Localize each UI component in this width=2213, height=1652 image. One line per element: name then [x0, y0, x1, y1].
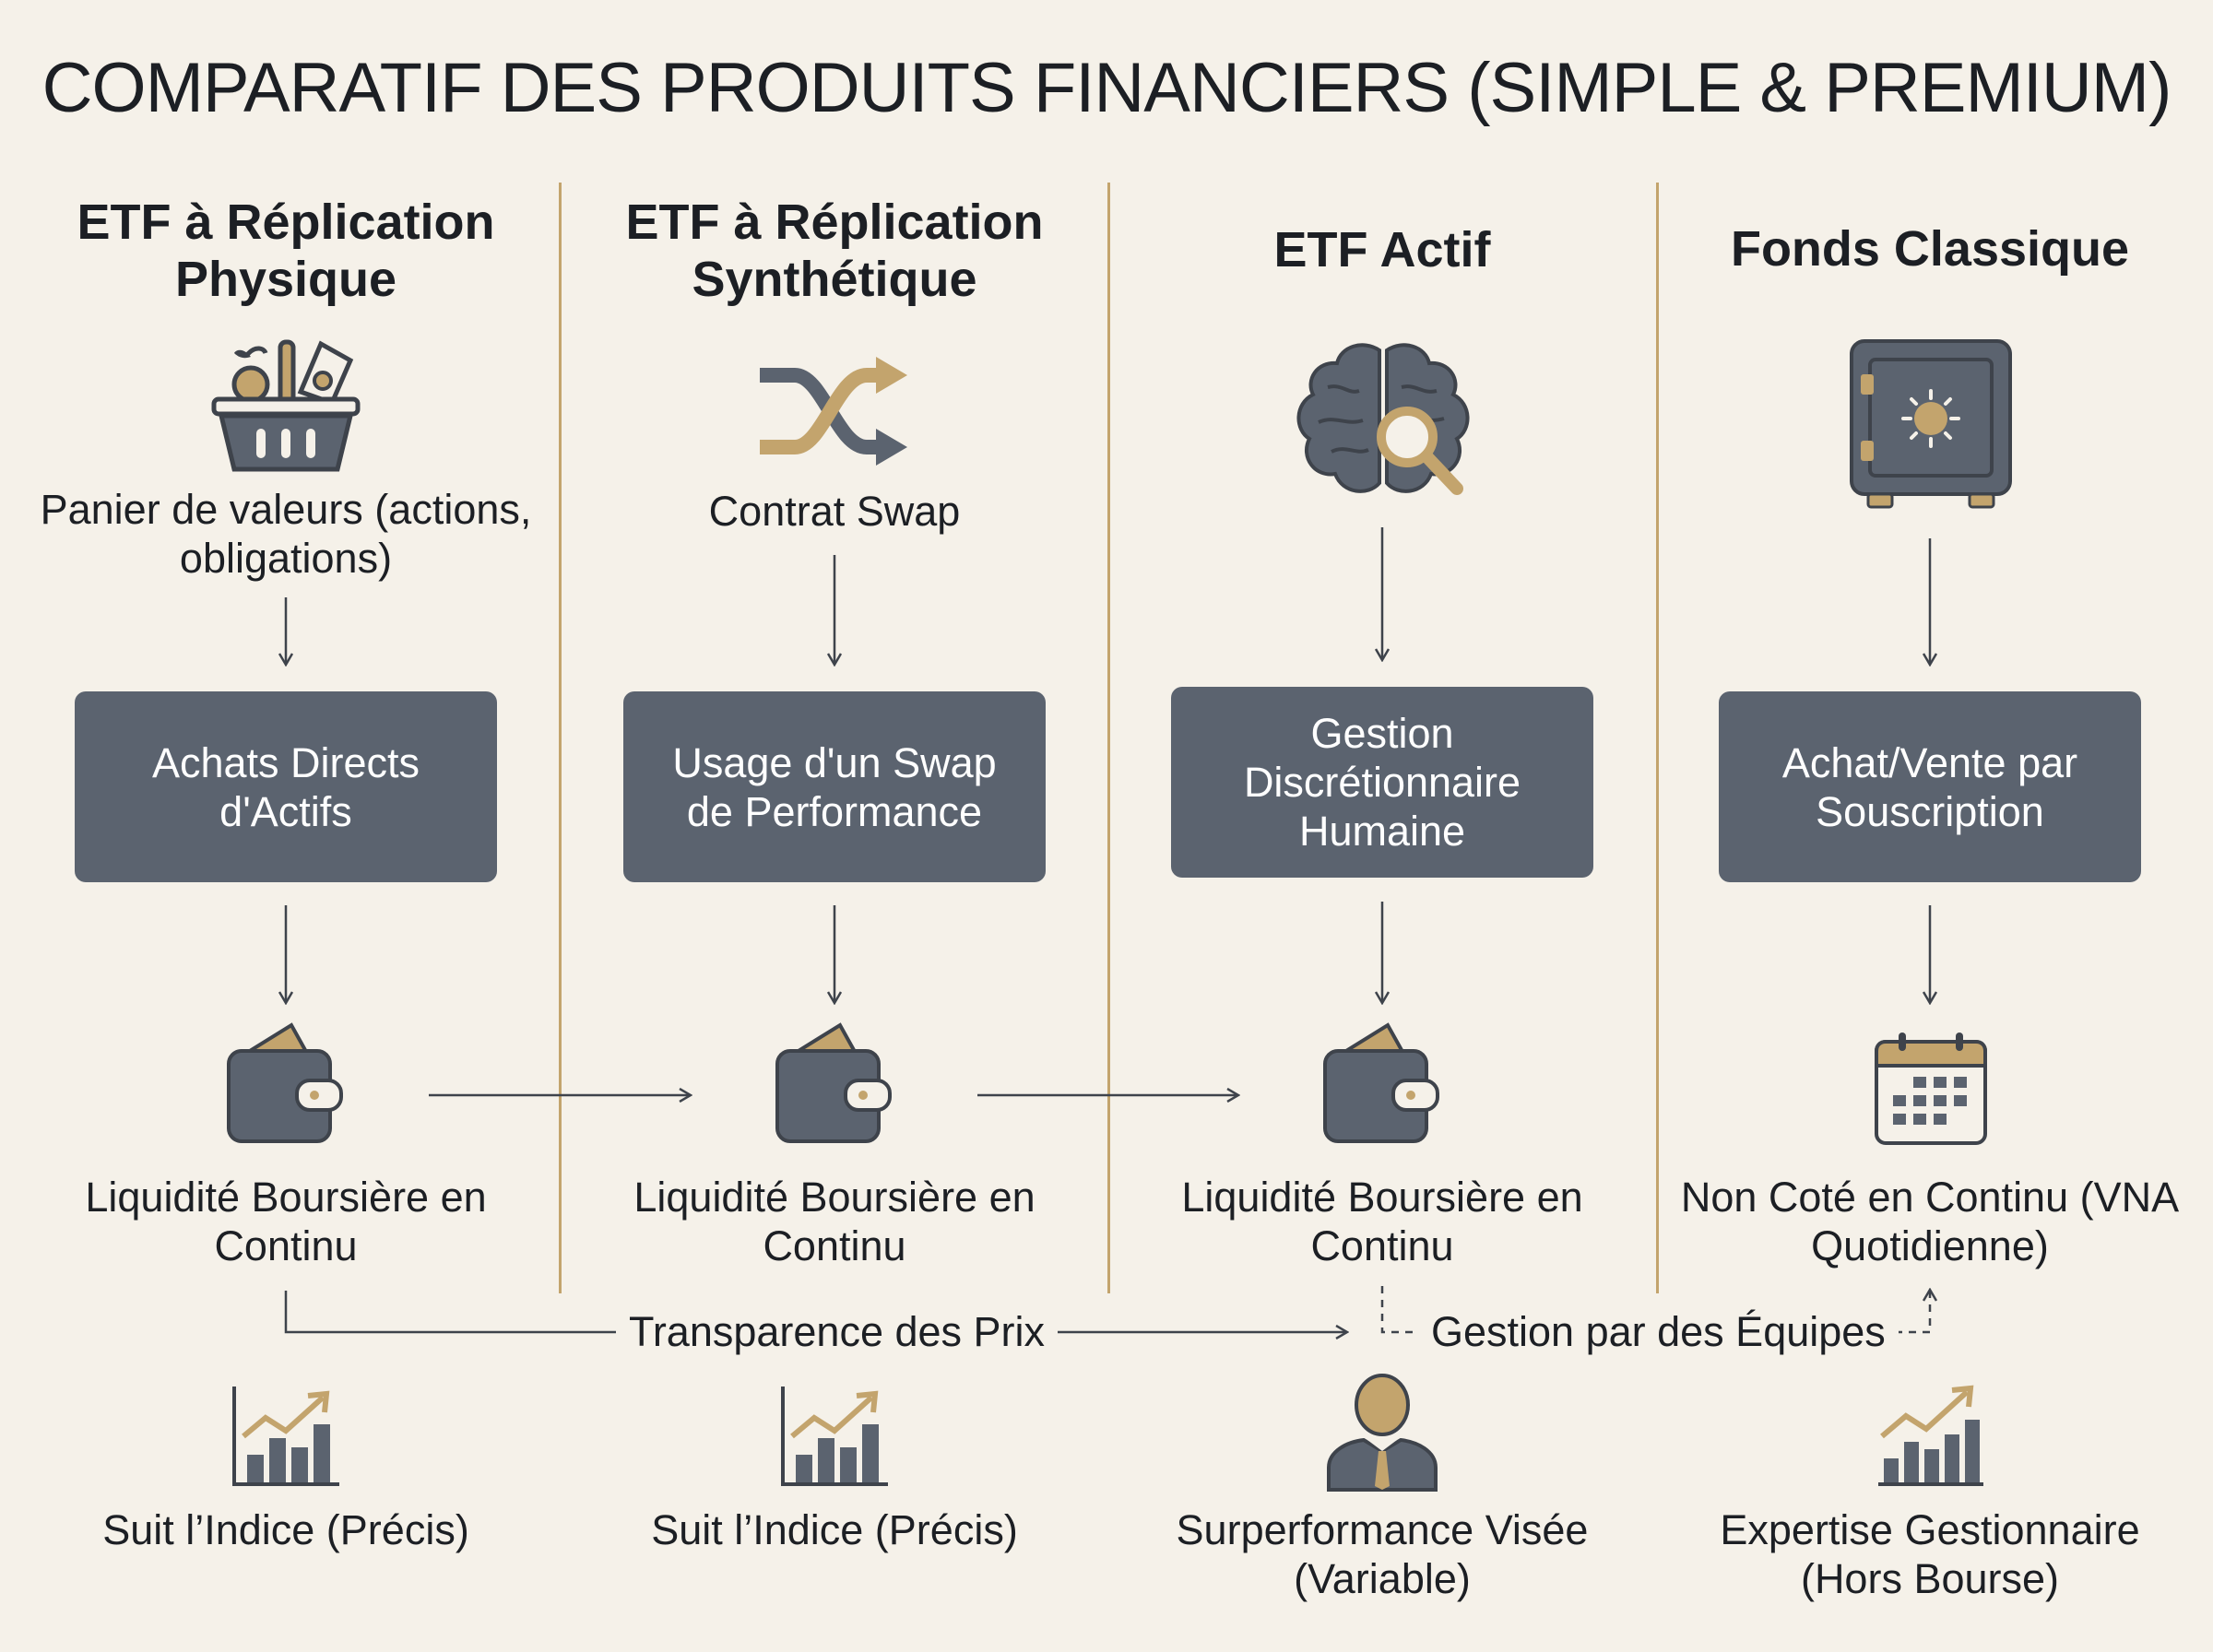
- column-label-swap-contract: Contrat Swap: [708, 488, 961, 535]
- bar-chart-up-icon: [781, 1386, 888, 1486]
- column-label-basket: Panier de valeurs (actions, obligations): [40, 486, 532, 582]
- column-label-outcome: Expertise Gestionnaire (Hors Bourse): [1720, 1506, 2140, 1602]
- column-divider: [1107, 183, 1110, 1293]
- column-divider: [1656, 183, 1659, 1293]
- column-label-not-listed: Non Coté en Continu (VNA Quotidienne): [1680, 1174, 2180, 1269]
- column-title-fonds-classique: Fonds Classique: [1730, 221, 2130, 277]
- column-label-liquidity: Liquidité Boursière en Continu: [633, 1174, 1035, 1269]
- process-box-gestion-humaine: Gestion Discrétionnaire Humaine: [1171, 687, 1593, 878]
- bar-chart-up-icon: [232, 1386, 339, 1486]
- column-label-outcome: Suit l’Indice (Précis): [102, 1506, 469, 1553]
- column-title-etf-synthetique: ETF à Réplication Synthétique: [625, 195, 1044, 307]
- process-box-label: Achats Directs d'Actifs: [151, 738, 420, 835]
- process-box-label: Usage d'un Swap de Performance: [672, 738, 997, 835]
- manager-person-icon: [1327, 1374, 1438, 1492]
- wallet-icon: [227, 1022, 343, 1143]
- process-box-souscription: Achat/Vente par Souscription: [1719, 691, 2141, 882]
- process-box-label: Achat/Vente par Souscription: [1781, 738, 2078, 835]
- shuffle-arrows-icon: [760, 357, 907, 466]
- column-label-liquidity: Liquidité Boursière en Continu: [1181, 1174, 1583, 1269]
- brain-magnifier-icon: [1296, 343, 1470, 495]
- column-divider: [559, 183, 562, 1293]
- column-title-etf-actif: ETF Actif: [1273, 222, 1491, 277]
- column-label-liquidity: Liquidité Boursière en Continu: [85, 1174, 487, 1269]
- connector-label-price-transparency: Transparence des Prix: [616, 1308, 1059, 1356]
- process-box-label: Gestion Discrétionnaire Humaine: [1243, 710, 1521, 855]
- column-title-etf-physique: ETF à Réplication Physique: [77, 195, 495, 307]
- page-title: COMPARATIF DES PRODUITS FINANCIERS (SIMP…: [41, 49, 2172, 127]
- bar-chart-up-icon: [1878, 1385, 1983, 1486]
- column-label-outcome: Surperformance Visée (Variable): [1176, 1506, 1589, 1602]
- safe-vault-icon: [1850, 339, 2012, 509]
- connector-label-team-management: Gestion par des Équipes: [1418, 1308, 1899, 1356]
- process-box-achats-directs: Achats Directs d'Actifs: [75, 691, 497, 882]
- process-box-swap-performance: Usage d'un Swap de Performance: [623, 691, 1046, 882]
- column-label-outcome: Suit l’Indice (Précis): [651, 1506, 1018, 1553]
- wallet-icon: [1323, 1022, 1439, 1143]
- basket-icon: [211, 339, 361, 472]
- wallet-icon: [775, 1022, 892, 1143]
- calendar-icon: [1875, 1032, 1987, 1145]
